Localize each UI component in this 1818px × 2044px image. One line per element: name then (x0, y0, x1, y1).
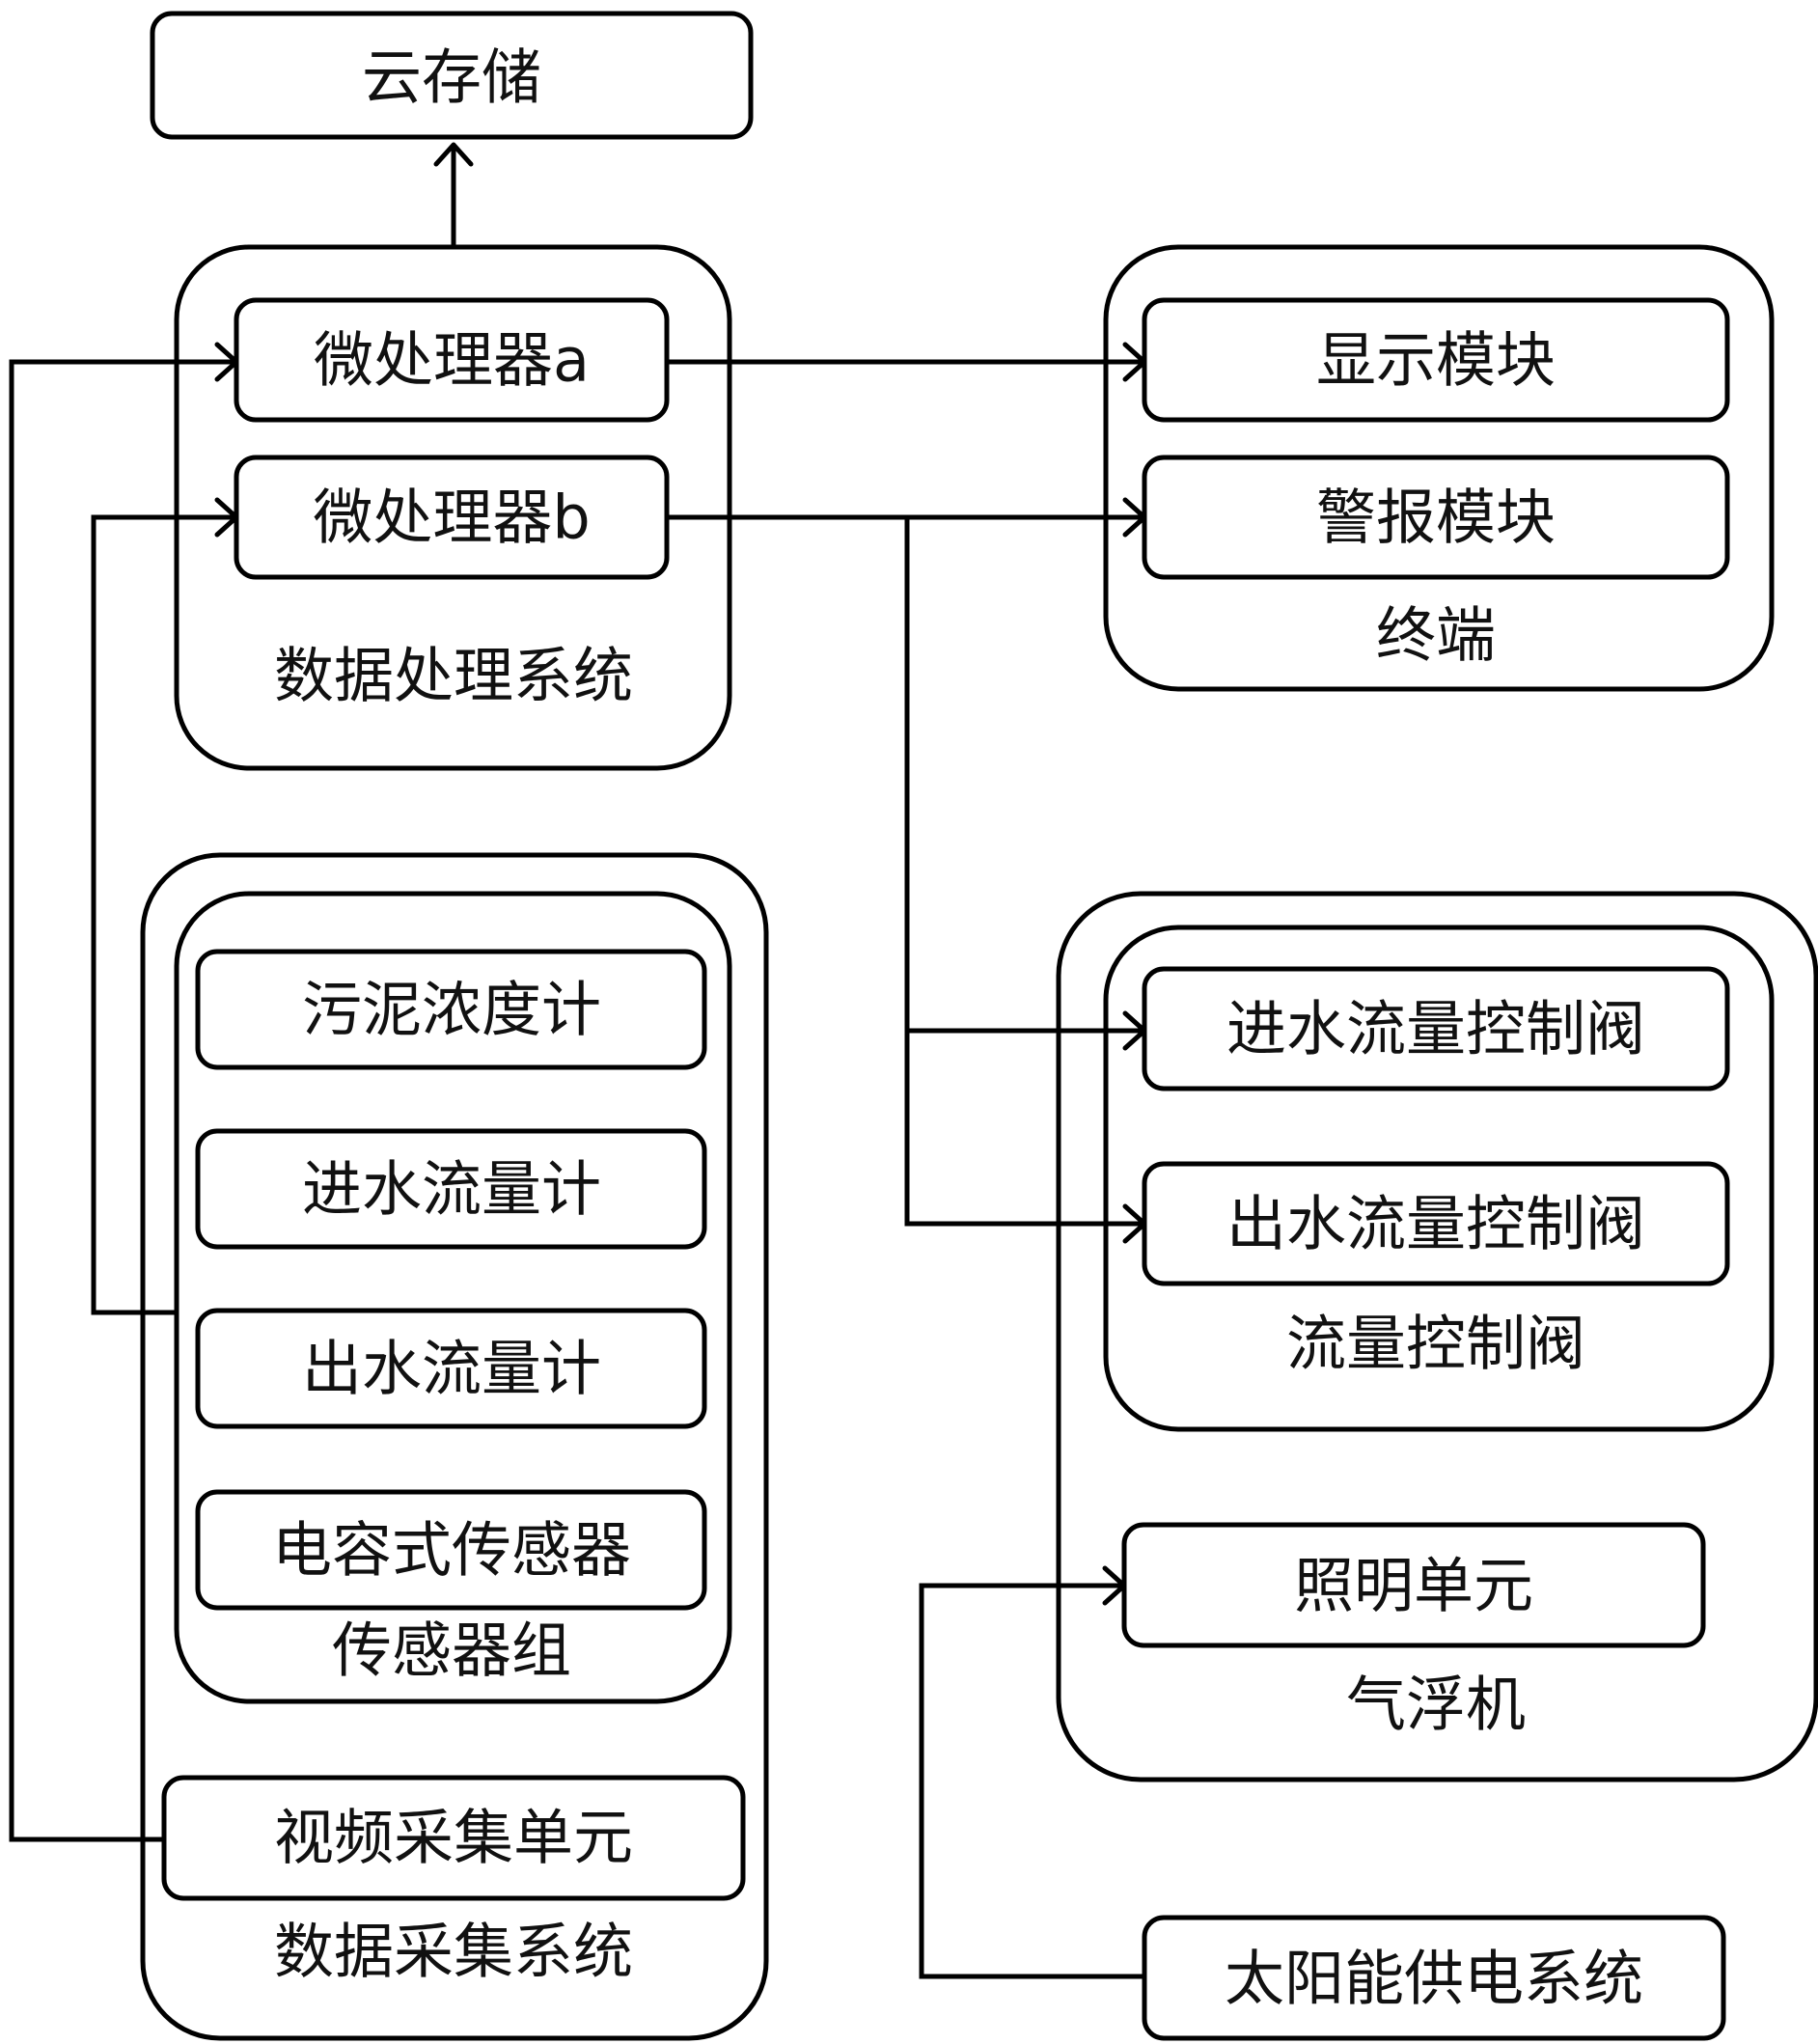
data-acquisition-system-group (140, 852, 769, 2041)
microprocessor-b-label: 微处理器b (313, 483, 590, 553)
flow-control-valve-label: 流量控制阀 (1286, 1309, 1585, 1379)
solar-power-system-label: 太阳能供电系统 (1225, 1944, 1643, 2014)
sensor-group-label: 传感器组 (332, 1616, 571, 1686)
video-acquisition-unit-box (161, 1775, 746, 1901)
connector-video-to-mpa (9, 359, 236, 1842)
air-flotation-machine-label: 气浮机 (1346, 1670, 1526, 1740)
alarm-module-box (1142, 455, 1730, 580)
cloud-storage-label: 云存储 (362, 42, 541, 113)
lighting-unit-label: 照明单元 (1294, 1551, 1533, 1621)
inflow-meter-box (195, 1128, 707, 1250)
capacitive-sensor-label: 电容式传感器 (272, 1515, 631, 1586)
flow-control-valve-group (1103, 925, 1775, 1432)
microprocessor-a-box (234, 297, 670, 423)
outflow-meter-label: 出水流量计 (302, 1334, 601, 1404)
inflow-control-valve-box (1142, 966, 1730, 1091)
alarm-module-label: 警报模块 (1316, 483, 1556, 553)
outflow-control-valve-box (1142, 1161, 1730, 1286)
sludge-concentration-meter-box (195, 949, 707, 1070)
sludge-concentration-meter-label: 污泥浓度计 (302, 975, 601, 1045)
connector-mpb-to-valves (904, 517, 1144, 1227)
video-acquisition-unit-label: 视频采集单元 (274, 1803, 633, 1873)
lighting-unit-box (1121, 1522, 1706, 1648)
data-acquisition-system-label: 数据采集系统 (274, 1917, 633, 1987)
air-flotation-machine-group (1056, 891, 1818, 1782)
inflow-control-valve-label: 进水流量控制阀 (1226, 994, 1645, 1064)
display-module-label: 显示模块 (1316, 325, 1556, 396)
data-processing-system-label: 数据处理系统 (274, 641, 633, 711)
connector-sensors-to-mpb (91, 514, 236, 1315)
cloud-storage-box (150, 11, 754, 140)
terminal-group (1103, 244, 1775, 692)
terminal-label: 终端 (1376, 600, 1496, 671)
microprocessor-b-box (234, 455, 670, 580)
inflow-meter-label: 进水流量计 (302, 1154, 601, 1225)
microprocessor-a-label: 微处理器a (314, 325, 590, 396)
sensor-group (174, 891, 732, 1704)
outflow-meter-box (195, 1308, 707, 1429)
connector-solar-to-lighting (919, 1583, 1144, 1979)
outflow-control-valve-label: 出水流量控制阀 (1226, 1189, 1645, 1259)
display-module-box (1142, 297, 1730, 423)
capacitive-sensor-box (195, 1489, 707, 1611)
solar-power-system-box (1142, 1915, 1726, 2041)
arrowhead-cloud (433, 142, 474, 167)
